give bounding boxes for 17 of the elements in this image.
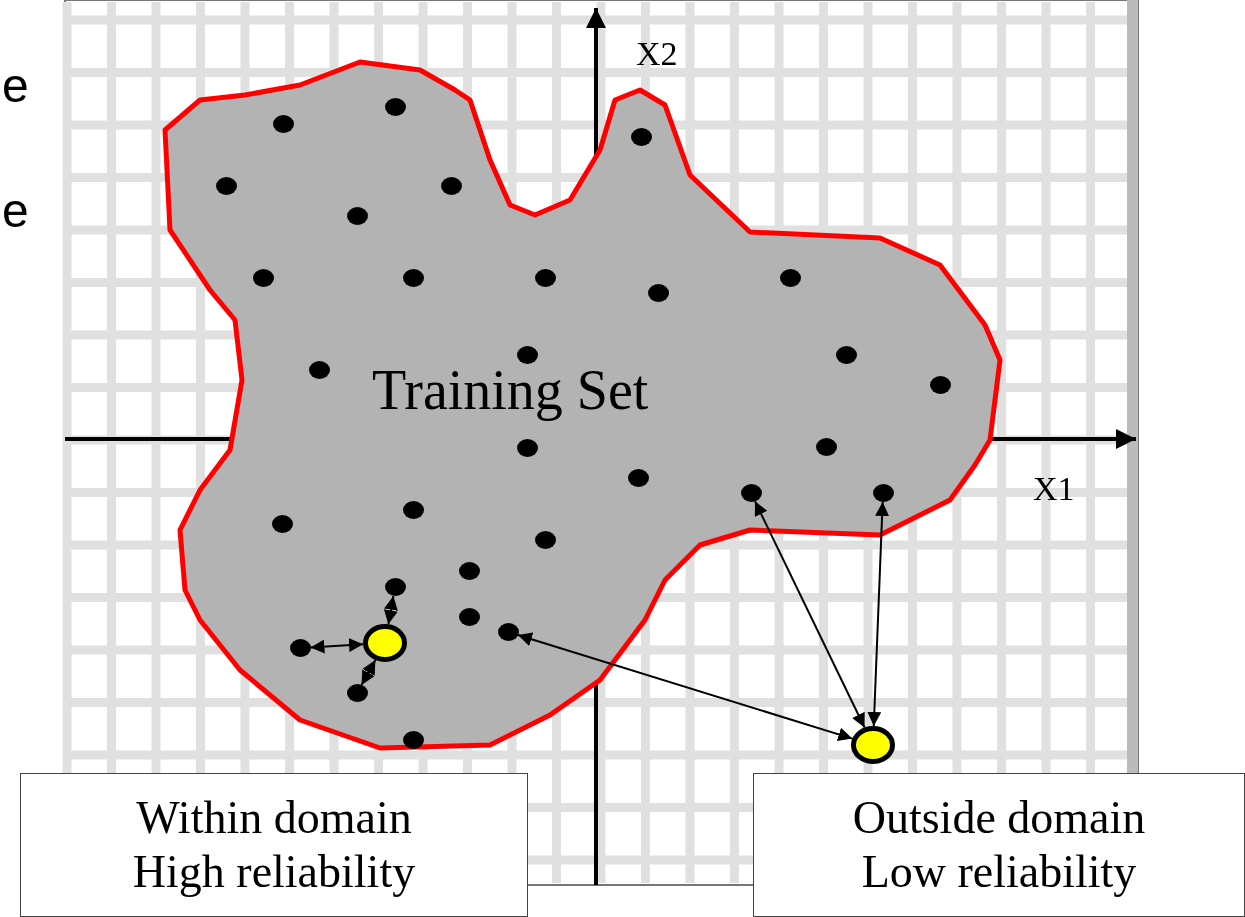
- annotation-text: High reliability: [132, 845, 416, 899]
- annotation-box: [753, 773, 1245, 917]
- arrow: [360, 659, 377, 686]
- axis-label: X1: [1033, 470, 1075, 508]
- arrow: [309, 638, 365, 654]
- cut-off-text: e: [2, 185, 29, 237]
- axis-label: X2: [636, 35, 678, 73]
- arrow: [754, 500, 866, 729]
- region-label: Training Set: [372, 358, 649, 422]
- arrow: [516, 632, 854, 742]
- annotation-text: Within domain: [136, 791, 412, 845]
- cut-off-text: e: [2, 60, 29, 112]
- annotation-text: Low reliability: [861, 845, 1137, 899]
- annotation-box: [20, 773, 528, 917]
- arrow: [867, 501, 890, 727]
- arrow: [383, 594, 398, 626]
- annotation-text: Outside domain: [852, 791, 1146, 845]
